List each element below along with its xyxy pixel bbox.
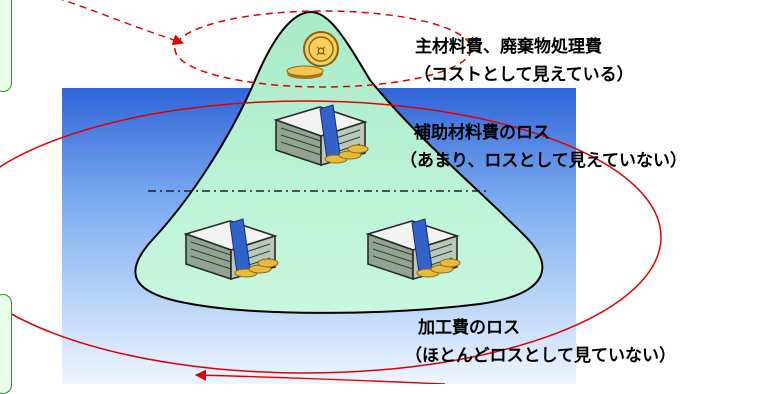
visible-cost-ellipse bbox=[174, 10, 472, 88]
main-cost-label: 主材料費、廃棄物処理費 bbox=[415, 37, 602, 57]
left-callout-bottom bbox=[0, 294, 12, 394]
hidden-loss-ellipse bbox=[0, 100, 662, 374]
svg-text:¤: ¤ bbox=[316, 41, 326, 60]
processing-cost-note: （ほとんどロスとして見ていない） bbox=[405, 346, 676, 366]
money-stack-icon bbox=[183, 218, 279, 281]
auxiliary-cost-label: 補助材料費のロス bbox=[414, 123, 550, 143]
auxiliary-cost-note: （あまり、ロスとして見えていない） bbox=[400, 151, 687, 171]
cost-mountain-diagram: ¤ bbox=[0, 0, 662, 385]
top-arrow bbox=[60, 0, 185, 46]
left-callout-top bbox=[0, 0, 12, 92]
money-stack-icon bbox=[365, 218, 461, 281]
processing-cost-label: 加工費のロス bbox=[418, 318, 520, 338]
coin-icon: ¤ bbox=[286, 31, 339, 79]
bottom-arrow bbox=[194, 369, 446, 385]
diagram-canvas: ¤ bbox=[0, 0, 687, 394]
main-cost-note: （コストとして見えている） bbox=[414, 65, 634, 85]
money-stack-icon bbox=[273, 104, 369, 167]
